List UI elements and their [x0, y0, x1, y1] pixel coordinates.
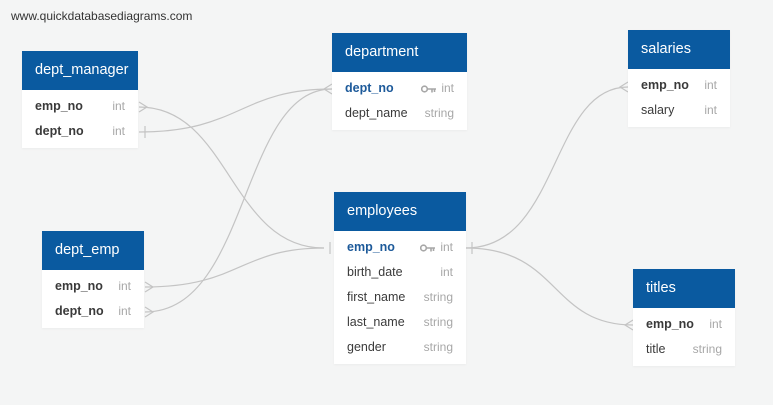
crowfoot-titles-emp [623, 319, 634, 331]
table-body-department: dept_no int dept_name string [332, 72, 467, 130]
column-row-emp-no[interactable]: emp_no int [633, 312, 735, 337]
column-name: emp_no [641, 78, 689, 92]
link-employees-to-salaries [465, 86, 629, 249]
column-type: int [704, 103, 717, 117]
link-dept-emp-dept-to-department [144, 88, 333, 313]
column-name: emp_no [55, 279, 103, 293]
table-header-employees[interactable]: employees [334, 192, 466, 231]
column-type: int [441, 81, 454, 95]
table-header-dept-emp[interactable]: dept_emp [42, 231, 144, 270]
key-icon [421, 85, 436, 93]
column-row-salary[interactable]: salary int [628, 98, 730, 123]
column-name: emp_no [35, 99, 83, 113]
column-name: dept_no [35, 124, 84, 138]
column-row-gender[interactable]: gender string [334, 335, 466, 360]
column-name: salary [641, 103, 675, 117]
column-row-emp-no[interactable]: emp_no int [628, 73, 730, 98]
column-name: birth_date [347, 265, 403, 279]
table-body-titles: emp_no int title string [633, 308, 735, 366]
link-dept-manager-dept-to-department [138, 88, 333, 133]
column-name: gender [347, 340, 386, 354]
crowfoot-department-dept [322, 83, 333, 95]
table-body-dept-manager: emp_no int dept_no int [22, 90, 138, 148]
table-dept-manager[interactable]: dept_manager emp_no int dept_no int [22, 51, 138, 148]
column-type: int [118, 304, 131, 318]
table-body-employees: emp_no int birth_date int first_name str… [334, 231, 466, 364]
table-header-titles[interactable]: titles [633, 269, 735, 308]
table-body-dept-emp: emp_no int dept_no int [42, 270, 144, 328]
column-type: string [423, 315, 453, 329]
column-type: int [704, 78, 717, 92]
column-type: string [692, 342, 722, 356]
column-row-emp-no[interactable]: emp_no int [42, 274, 144, 299]
crowfoot-salaries-emp [618, 81, 629, 93]
column-row-first-name[interactable]: first_name string [334, 285, 466, 310]
column-name: emp_no [347, 240, 395, 254]
link-employees-to-titles [465, 247, 634, 326]
column-type: int [709, 317, 722, 331]
watermark-text: www.quickdatabasediagrams.com [11, 9, 193, 23]
table-header-dept-manager[interactable]: dept_manager [22, 51, 138, 90]
column-row-title[interactable]: title string [633, 337, 735, 362]
table-header-department[interactable]: department [332, 33, 467, 72]
table-employees[interactable]: employees emp_no int birth_date int firs… [334, 192, 466, 364]
column-type: string [424, 106, 454, 120]
column-name: emp_no [646, 317, 694, 331]
column-name: last_name [347, 315, 405, 329]
column-row-dept-no[interactable]: dept_no int [332, 76, 467, 101]
table-body-salaries: emp_no int salary int [628, 69, 730, 127]
column-row-birth-date[interactable]: birth_date int [334, 260, 466, 285]
column-name: first_name [347, 290, 406, 304]
column-type: int [112, 124, 125, 138]
crowfoot-dept-emp-emp [144, 281, 155, 293]
column-type: string [423, 290, 453, 304]
table-department[interactable]: department dept_no int dept_name string [332, 33, 467, 130]
crowfoot-dept-emp-dept [144, 306, 155, 318]
column-row-dept-no[interactable]: dept_no int [42, 299, 144, 324]
table-header-salaries[interactable]: salaries [628, 30, 730, 69]
column-row-emp-no[interactable]: emp_no int [334, 235, 466, 260]
column-row-last-name[interactable]: last_name string [334, 310, 466, 335]
table-titles[interactable]: titles emp_no int title string [633, 269, 735, 366]
table-salaries[interactable]: salaries emp_no int salary int [628, 30, 730, 127]
link-dept-manager-emp-to-employees [138, 106, 325, 249]
column-type: string [423, 340, 453, 354]
column-name: dept_name [345, 106, 408, 120]
key-icon [420, 244, 435, 252]
column-row-dept-no[interactable]: dept_no int [22, 119, 138, 144]
crowfoot-dept-manager-emp [138, 101, 149, 113]
column-name: title [646, 342, 666, 356]
link-dept-emp-emp-to-employees [144, 247, 325, 288]
column-row-dept-name[interactable]: dept_name string [332, 101, 467, 126]
table-dept-emp[interactable]: dept_emp emp_no int dept_no int [42, 231, 144, 328]
column-name: dept_no [345, 81, 394, 95]
column-name: dept_no [55, 304, 104, 318]
column-type: int [112, 99, 125, 113]
column-type: int [440, 240, 453, 254]
column-type: int [118, 279, 131, 293]
column-row-emp-no[interactable]: emp_no int [22, 94, 138, 119]
column-type: int [440, 265, 453, 279]
